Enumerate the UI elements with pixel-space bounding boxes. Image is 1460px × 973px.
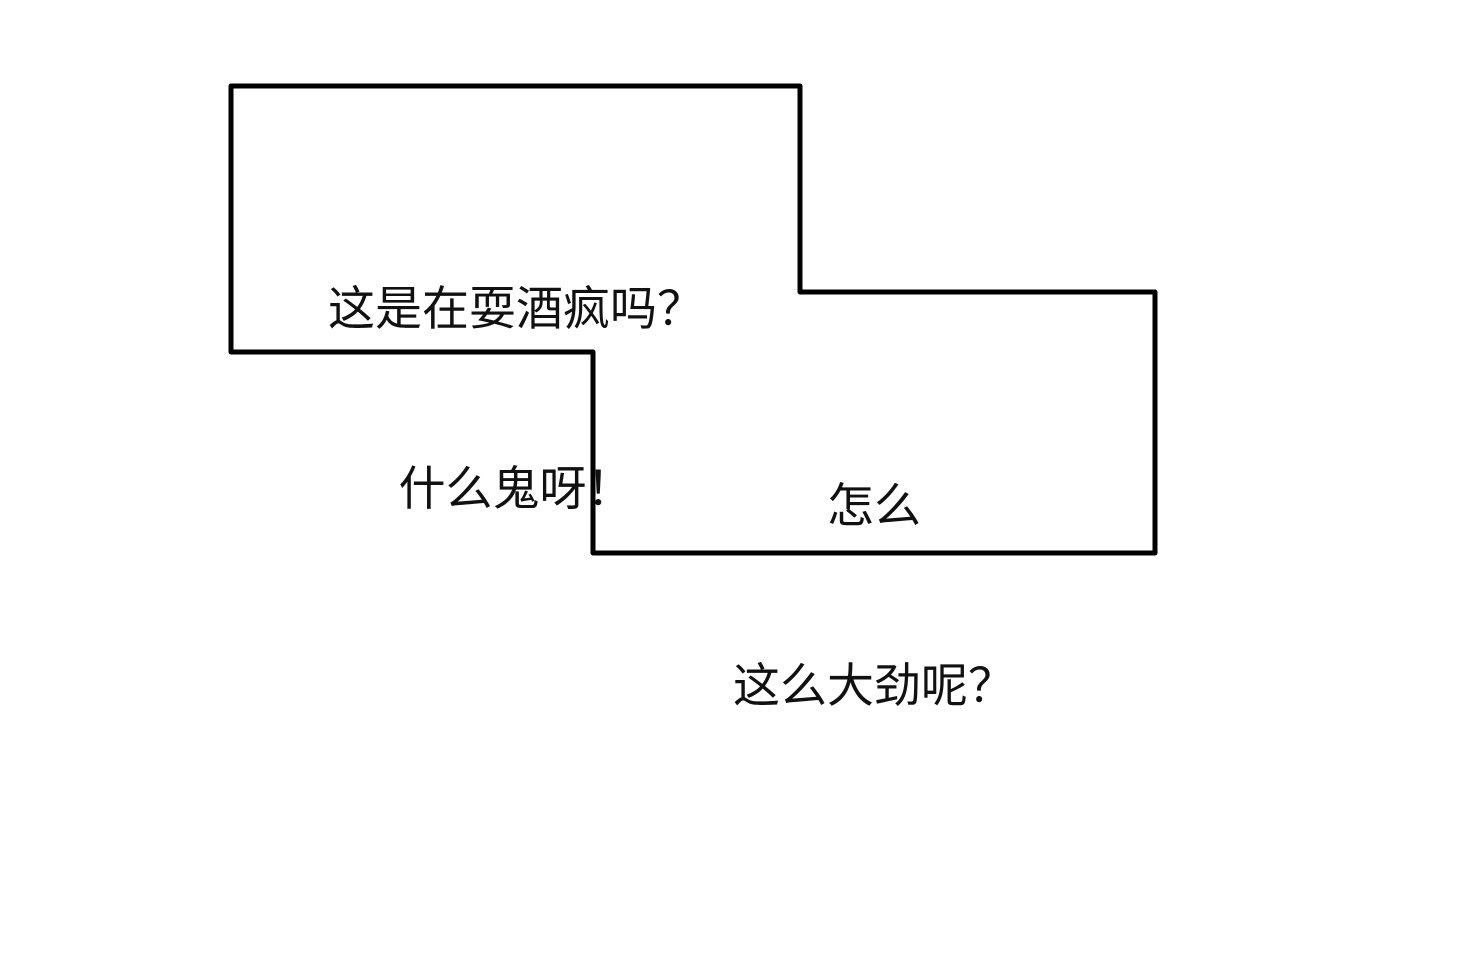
caption-2-line-1: 怎么 [827,479,921,534]
caption-2-line-2: 这么大劲呢？ [733,659,1015,714]
caption-1-line-2: 什么鬼呀！ [398,462,634,517]
caption-box-2: 怎么 这么大劲呢？ [593,357,1155,837]
caption-1-line-1: 这是在耍酒疯吗？ [328,282,704,337]
caption-box-1: 这是在耍酒疯吗？ 什么鬼呀！ [231,160,801,640]
